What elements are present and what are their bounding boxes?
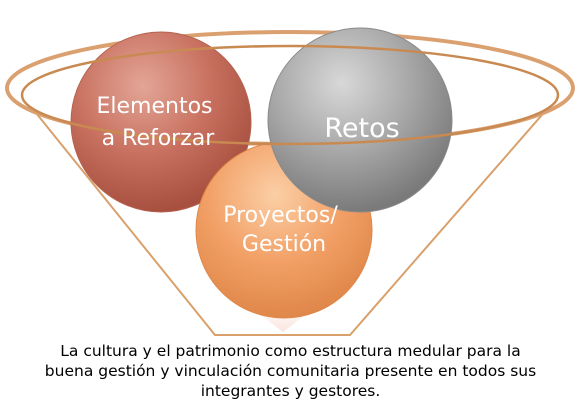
label-elementos-a-reforzar: Elementos a Reforzar <box>96 94 219 151</box>
funnel-body <box>31 107 549 336</box>
label-elementos-line-2: a Reforzar <box>102 126 216 151</box>
funnel-inner-rim <box>20 44 560 146</box>
label-proyectos-line-1: Proyectos/ <box>223 203 338 228</box>
label-proyectos-gestion: Proyectos/ Gestión <box>223 203 345 257</box>
caption-line-2: buena gestión y vinculación comunitaria … <box>44 362 537 380</box>
circle-retos <box>267 27 453 213</box>
label-elementos-line-1: Elementos <box>96 94 212 119</box>
caption-line-1: La cultura y el patrimonio como estructu… <box>60 342 521 360</box>
label-retos: Retos <box>324 113 399 144</box>
caption-line-3: integrantes y gestores. <box>200 382 381 400</box>
funnel-diagram: Elementos a Reforzar Retos Proyectos/ Ge… <box>5 27 575 336</box>
label-proyectos-line-2: Gestión <box>242 232 326 257</box>
caption: La cultura y el patrimonio como estructu… <box>20 341 561 401</box>
